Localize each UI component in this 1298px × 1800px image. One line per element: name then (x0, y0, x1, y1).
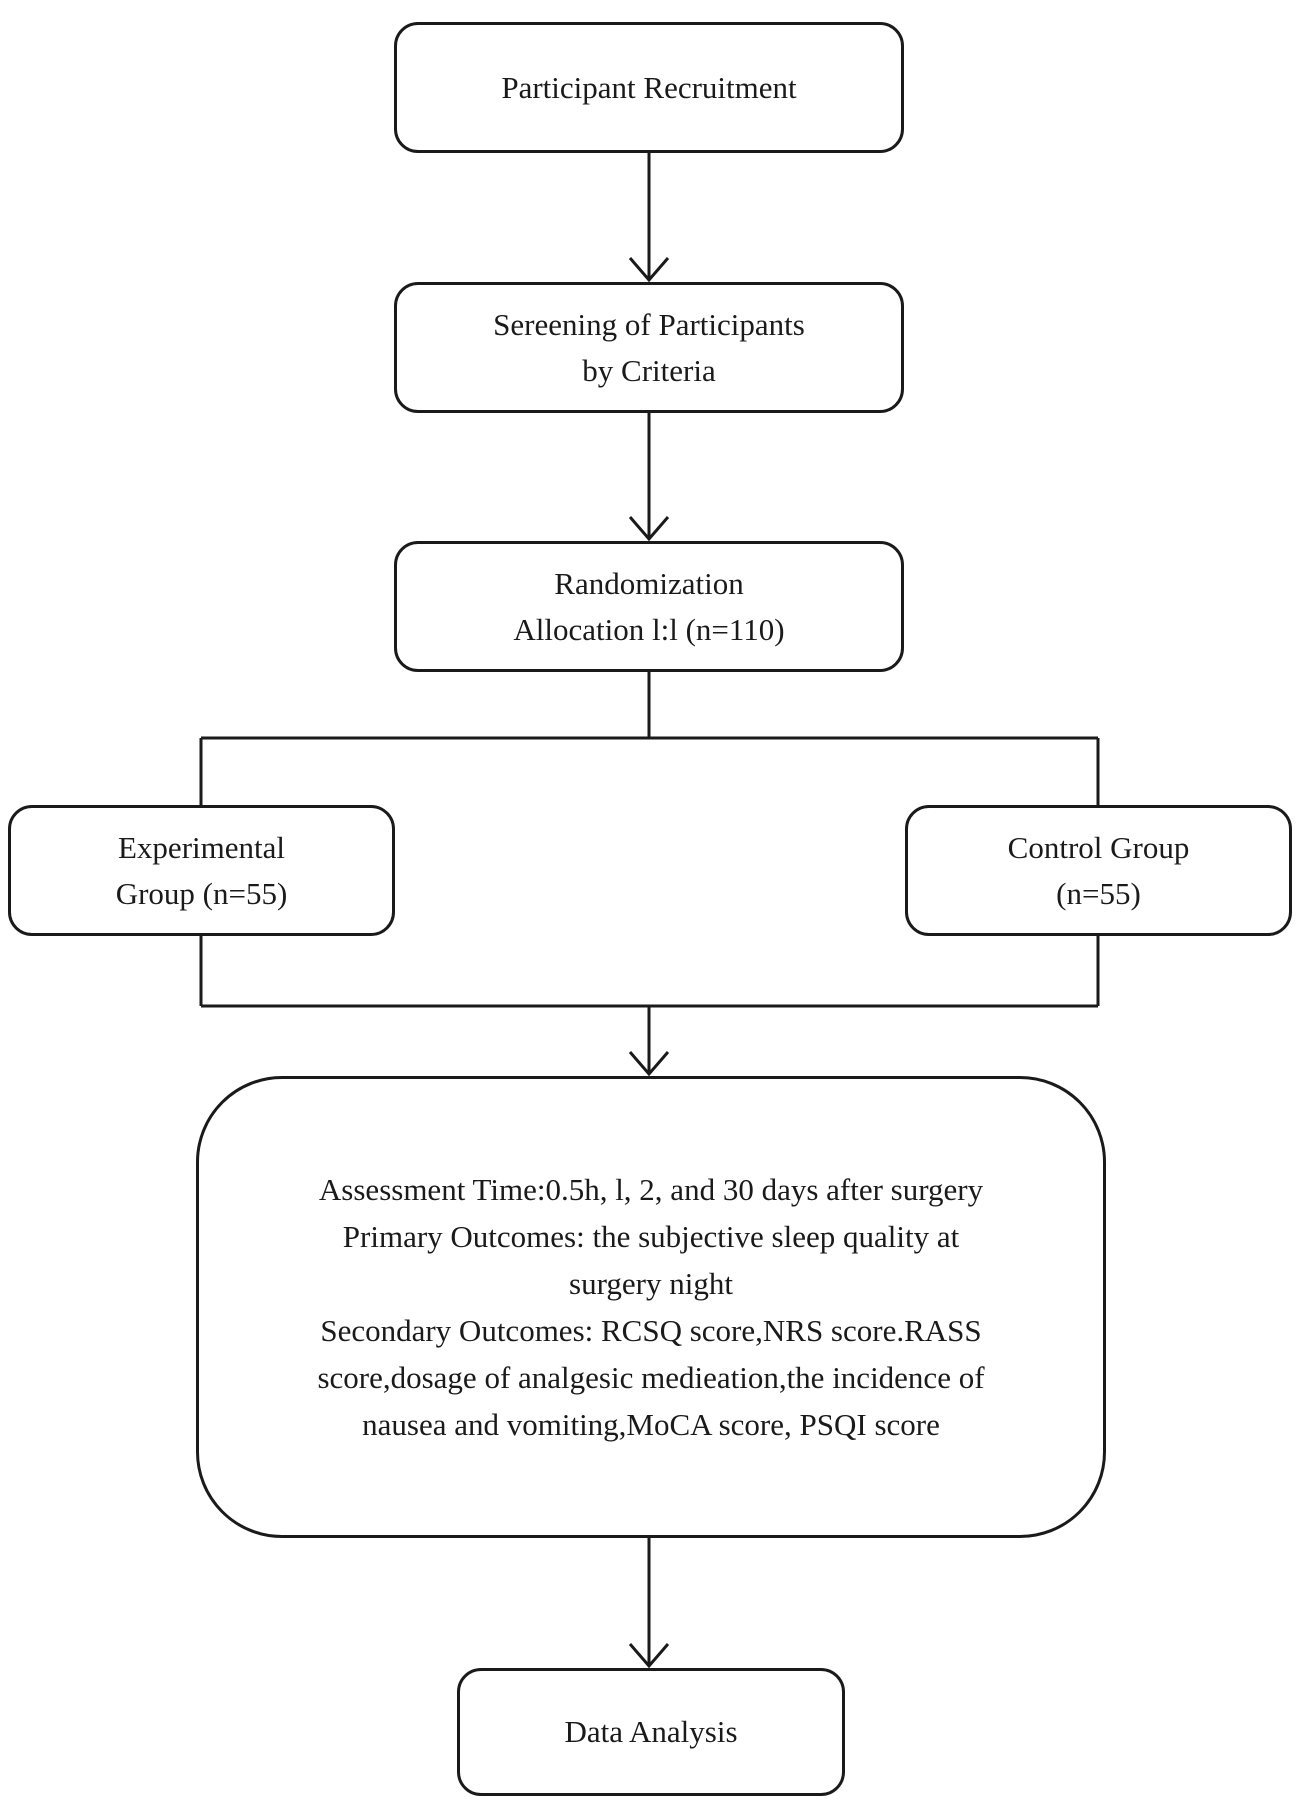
control-group-label-line-2: (n=55) (1056, 875, 1141, 911)
screening-label-line-1: Sereening of Participants (493, 306, 805, 342)
assessment-line-4: Secondary Outcomes: RCSQ score,NRS score… (320, 1313, 982, 1348)
experimental-group-box: Experimental Group (n=55) (8, 805, 395, 936)
experimental-group-label-line-2: Group (n=55) (115, 875, 288, 911)
screening-box: Sereening of Participants by Criteria (394, 282, 904, 413)
assessment-line-6: nausea and vomiting,MoCA score, PSQI sco… (362, 1407, 940, 1442)
control-group-box: Control Group (n=55) (905, 805, 1292, 936)
assessment-line-5: score,dosage of analgesic medieation,the… (317, 1360, 985, 1395)
arrowhead-randomization (628, 516, 670, 542)
assessment-line-1: Assessment Time:0.5h, l, 2, and 30 days … (318, 1172, 984, 1207)
randomization-label-line-2: Allocation l:l (n=110) (513, 611, 785, 647)
experimental-group-label-line-1: Experimental (118, 829, 285, 865)
data-analysis-box: Data Analysis (457, 1668, 845, 1796)
assessment-line-2: Primary Outcomes: the subjective sleep q… (342, 1219, 960, 1254)
assessment-line-3: surgery night (569, 1266, 733, 1301)
participant-recruitment-box: Participant Recruitment (394, 22, 904, 153)
screening-label-line-2: by Criteria (582, 352, 716, 388)
participant-recruitment-label: Participant Recruitment (501, 69, 797, 105)
arrowhead-assessment (628, 1051, 670, 1077)
assessment-outcomes-box: Assessment Time:0.5h, l, 2, and 30 days … (196, 1076, 1106, 1538)
randomization-label-line-1: Randomization (554, 565, 744, 601)
arrowhead-analysis (628, 1643, 670, 1669)
randomization-box: Randomization Allocation l:l (n=110) (394, 541, 904, 672)
data-analysis-label: Data Analysis (564, 1714, 738, 1749)
arrowhead-screening (628, 257, 670, 283)
control-group-label-line-1: Control Group (1007, 829, 1190, 865)
